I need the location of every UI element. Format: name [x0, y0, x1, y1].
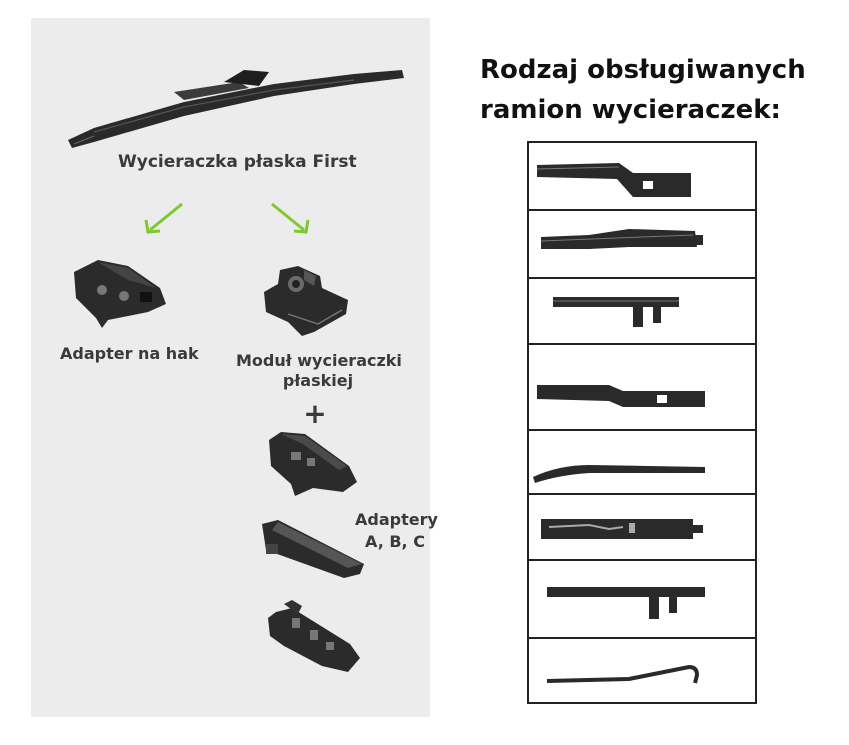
wiper-arm-type-8-icon [546, 664, 700, 684]
wiper-arm-type-3 [529, 279, 755, 345]
wiper-arm-type-1 [529, 143, 755, 211]
wiper-arm-type-6 [529, 495, 755, 561]
blade-label: Wycieraczka płaska First [118, 152, 357, 172]
adapter-a-image [269, 432, 357, 496]
adapters-label-line-2: A, B, C [365, 532, 425, 551]
wiper-arm-type-2-icon [540, 229, 703, 249]
wiper-arm-type-5 [529, 431, 755, 495]
hook-adapter-label: Adapter na hak [60, 344, 199, 363]
module-label-line-1: Moduł wycieraczki [236, 351, 402, 370]
arrow-down-left-icon [144, 202, 183, 234]
wiper-arm-type-4 [529, 345, 755, 431]
hook-adapter-image [74, 260, 166, 328]
arm-types-title: Rodzaj obsługiwanych ramion wycieraczek: [480, 50, 806, 130]
wiper-arm-type-4-icon [537, 385, 705, 407]
arm-types-title-line-1: Rodzaj obsługiwanych [480, 55, 806, 85]
wiper-arm-type-7-icon [547, 587, 705, 619]
wiper-arm-type-1-icon [536, 163, 691, 197]
wiper-arm-type-5-icon [533, 465, 705, 483]
plus-sign: + [303, 397, 327, 430]
arm-types-title-line-2: ramion wycieraczek: [480, 95, 781, 125]
wiper-arm-type-8 [529, 639, 755, 702]
module-label-line-2: płaskiej [282, 371, 354, 390]
wiper-arm-type-6-icon [541, 519, 703, 539]
flat-wiper-module-image [264, 266, 348, 336]
adapters-label-line-1: Adaptery [355, 510, 438, 529]
wiper-arm-type-3-icon [553, 297, 679, 327]
adapter-b-image [262, 520, 364, 578]
adapter-c-image [268, 600, 360, 672]
wiper-arm-type-7 [529, 561, 755, 639]
flat-wiper-blade-image [68, 70, 404, 148]
wiper-arm-type-2 [529, 211, 755, 279]
wiper-arm-types-table [527, 141, 757, 704]
arrow-down-right-icon [271, 202, 310, 234]
